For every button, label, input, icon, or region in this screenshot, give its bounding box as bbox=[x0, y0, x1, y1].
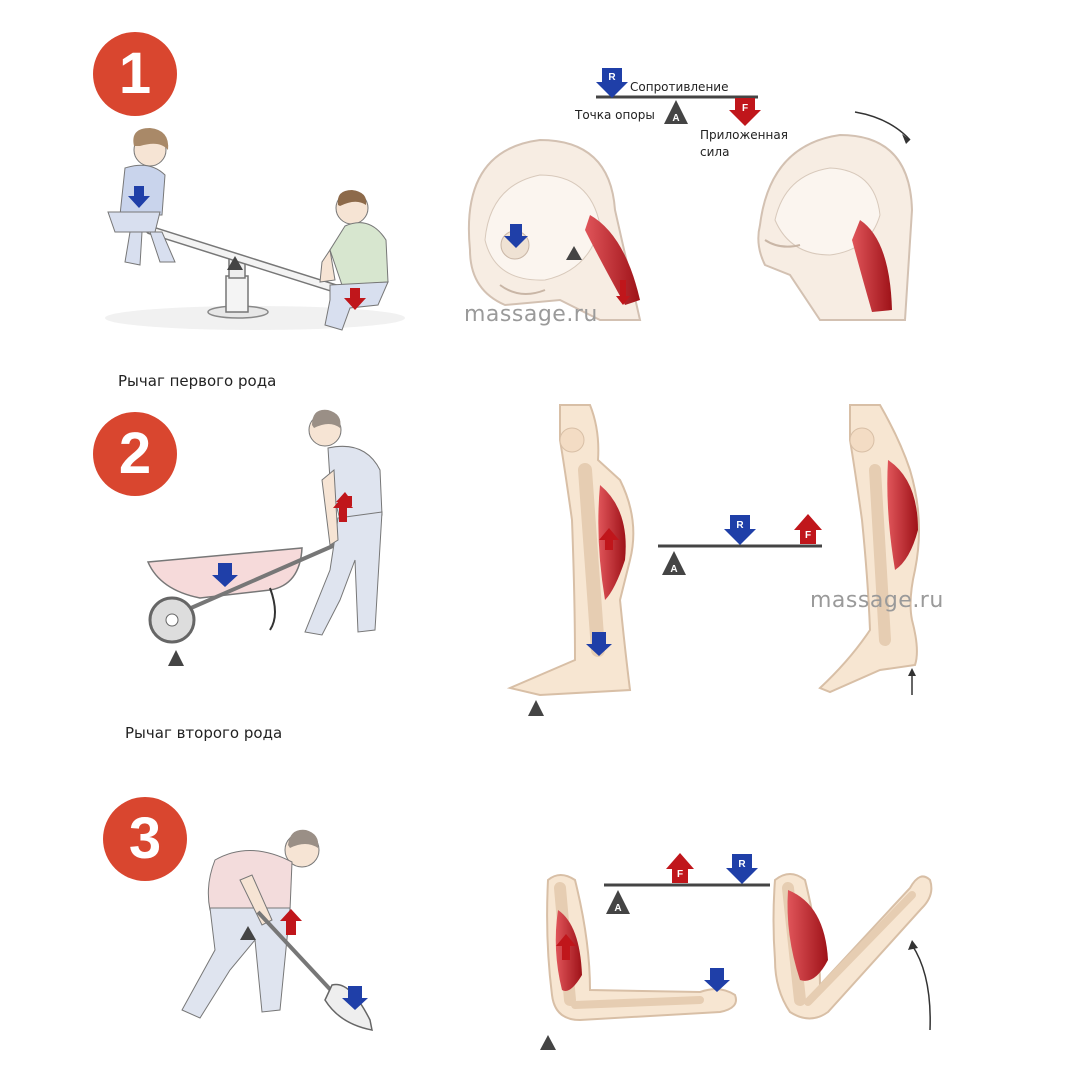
badge-3: 3 bbox=[103, 797, 187, 881]
skull-left bbox=[467, 138, 642, 321]
watermark-2: massage.ru bbox=[810, 588, 944, 613]
badge-1: 1 bbox=[93, 32, 177, 116]
leg-left bbox=[506, 404, 635, 716]
shovel-scene bbox=[181, 829, 373, 1031]
caption-second-class-lever: Рычаг второго рода bbox=[125, 724, 283, 742]
resistance-letter-3: R bbox=[738, 859, 746, 870]
leg-right bbox=[818, 404, 920, 695]
caption-first-class-lever: Рычаг первого рода bbox=[118, 372, 277, 390]
arm-right bbox=[772, 873, 933, 1031]
skull-right bbox=[757, 111, 914, 321]
applied-force-label-line2: сила bbox=[700, 145, 730, 159]
resistance-label: Сопротивление bbox=[630, 80, 729, 94]
fulcrum-letter-2: A bbox=[670, 564, 677, 575]
seesaw-scene bbox=[105, 128, 405, 331]
applied-force-label-line1: Приложенная bbox=[700, 128, 788, 142]
fulcrum-letter: A bbox=[672, 113, 679, 124]
watermark-1: massage.ru bbox=[464, 302, 598, 327]
arm-left bbox=[540, 874, 737, 1050]
force-letter-2: F bbox=[805, 530, 811, 541]
force-letter: F bbox=[742, 103, 748, 114]
fulcrum-label: Точка опоры bbox=[575, 108, 655, 122]
wheelbarrow-scene bbox=[146, 409, 383, 666]
lever-diagram-second: R F A bbox=[658, 514, 822, 575]
badge-2: 2 bbox=[93, 412, 177, 496]
force-letter-3: F bbox=[677, 869, 683, 880]
resistance-letter: R bbox=[608, 72, 616, 83]
resistance-letter-2: R bbox=[736, 520, 744, 531]
lever-diagram-third: F R A bbox=[604, 853, 770, 914]
fulcrum-letter-3: A bbox=[614, 903, 621, 914]
lever-diagram-first: R F A bbox=[596, 68, 761, 126]
